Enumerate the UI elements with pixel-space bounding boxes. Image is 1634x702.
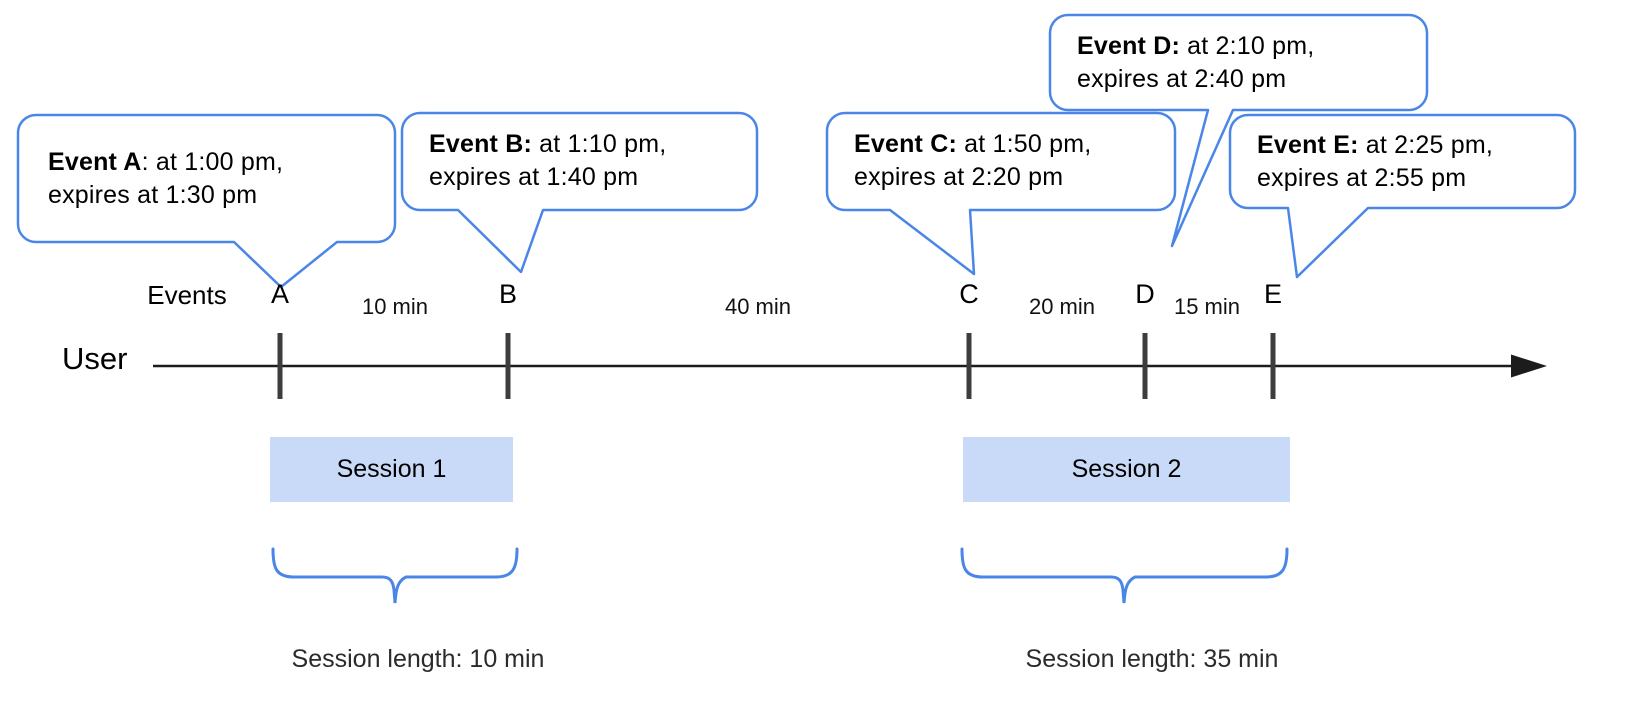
interval-b-c-label: 40 min [724,294,792,319]
callout-bubble-event-c [825,111,1177,276]
event-c-time: at 1:50 pm, [957,130,1092,158]
event-letter-e: E [1263,279,1283,309]
session-1-brace [271,547,519,604]
event-c-title: Event C: [854,130,958,158]
event-a-time: : at 1:00 pm, [141,148,284,176]
event-c-line1: Event C: at 1:50 pm, [854,128,1091,161]
callout-bubble-event-e [1228,113,1577,279]
event-b-line1: Event B: at 1:10 pm, [429,128,666,161]
event-a-line1: Event A: at 1:00 pm, [48,146,283,179]
callout-bubble-event-a [16,113,397,289]
event-letter-c: C [959,279,979,309]
events-axis-label: Events [147,280,227,310]
event-d-title: Event D: [1077,32,1181,60]
event-a-title: Event A [48,148,142,176]
event-c-callout-text: Event C: at 1:50 pm, expires at 2:20 pm [854,128,1091,194]
event-c-line2: expires at 2:20 pm [854,163,1064,191]
callout-bubble-event-d [1048,13,1429,248]
event-d-callout-text: Event D: at 2:10 pm, expires at 2:40 pm [1077,30,1314,96]
session-2-bar: Session 2 [963,437,1290,502]
event-e-line1: Event E: at 2:25 pm, [1257,129,1493,162]
callout-bubble-event-b [400,111,759,274]
session-2-length-label: Session length: 35 min [1025,645,1279,673]
session-1-bar: Session 1 [270,437,513,502]
event-a-callout-text: Event A: at 1:00 pm, expires at 1:30 pm [48,146,283,212]
tick-event-e [1270,333,1276,399]
event-letter-d: D [1135,279,1155,309]
tick-event-b [505,333,511,399]
user-axis-label: User [62,341,128,376]
interval-d-e-label: 15 min [1173,294,1241,319]
session-1-length-label: Session length: 10 min [291,645,545,673]
interval-a-b-label: 10 min [361,294,429,319]
event-d-time: at 2:10 pm, [1180,32,1315,60]
event-d-line2: expires at 2:40 pm [1077,65,1287,93]
session-2-brace [960,547,1289,604]
event-e-callout-text: Event E: at 2:25 pm, expires at 2:55 pm [1257,129,1493,195]
event-e-title: Event E: [1257,131,1359,159]
event-b-time: at 1:10 pm, [532,130,667,158]
event-a-line2: expires at 1:30 pm [48,181,258,209]
timeline-arrowhead-icon [1511,354,1547,378]
event-letter-b: B [498,279,518,309]
event-e-line2: expires at 2:55 pm [1257,164,1467,192]
event-b-line2: expires at 1:40 pm [429,163,639,191]
tick-event-d [1142,333,1148,399]
tick-event-a [277,333,283,399]
session-2-label: Session 2 [1071,455,1182,483]
tick-event-c [966,333,972,399]
interval-c-d-label: 20 min [1028,294,1096,319]
event-b-callout-text: Event B: at 1:10 pm, expires at 1:40 pm [429,128,666,194]
event-e-time: at 2:25 pm, [1358,131,1494,159]
session-1-label: Session 1 [336,455,447,483]
event-b-title: Event B: [429,130,533,158]
event-d-line1: Event D: at 2:10 pm, [1077,30,1314,63]
event-letter-a: A [270,279,290,309]
